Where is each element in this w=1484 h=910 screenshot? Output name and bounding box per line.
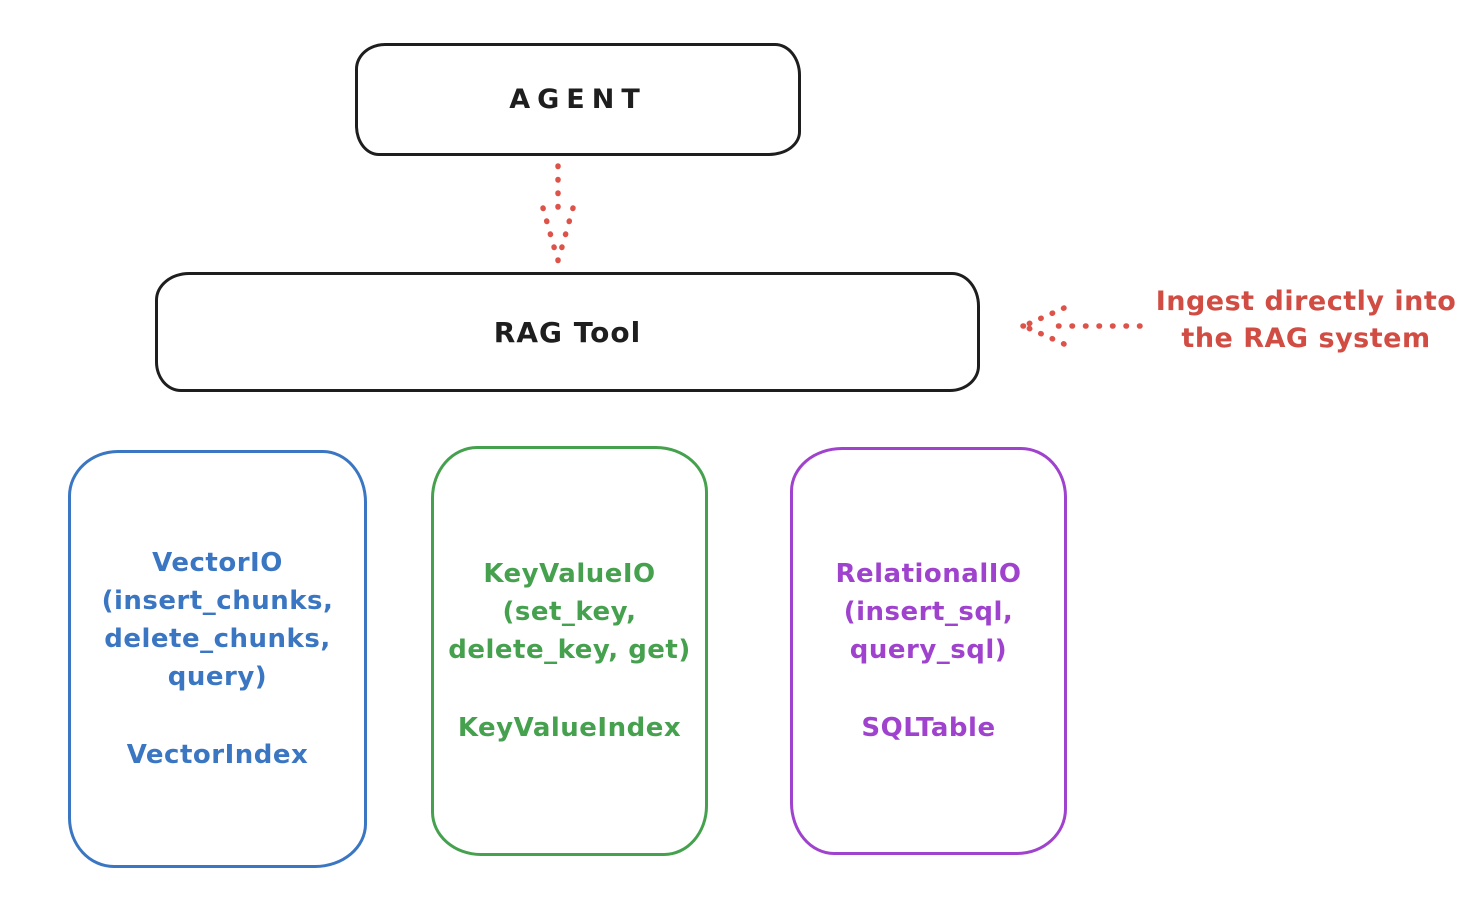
relational-io-signature: RelationalIO (insert_sql, query_sql) xyxy=(793,555,1064,669)
relational-io-node[interactable]: RelationalIO (insert_sql, query_sql) SQL… xyxy=(790,447,1067,855)
text-line: VectorIO xyxy=(152,548,283,578)
text-line: KeyValueIO xyxy=(483,559,656,589)
text-line: query_sql) xyxy=(849,635,1008,665)
vector-io-node[interactable]: VectorIO (insert_chunks, delete_chunks, … xyxy=(68,450,367,868)
sql-table-label: SQLTable xyxy=(861,713,996,743)
text-line: query) xyxy=(167,662,268,692)
text-line: RelationalIO xyxy=(835,559,1022,589)
agent-node[interactable]: AGENT xyxy=(355,43,801,156)
ingest-annotation: Ingest directly into the RAG system xyxy=(1135,283,1477,357)
agent-node-label: AGENT xyxy=(509,84,647,115)
keyvalue-index-label: KeyValueIndex xyxy=(457,713,682,743)
rag-tool-node[interactable]: RAG Tool xyxy=(155,272,980,392)
vector-index-label: VectorIndex xyxy=(126,740,309,770)
ingest-annotation-line1: Ingest directly into xyxy=(1155,286,1457,317)
vector-io-signature: VectorIO (insert_chunks, delete_chunks, … xyxy=(71,544,364,696)
ingest-annotation-line2: the RAG system xyxy=(1181,323,1431,354)
text-line: delete_chunks, xyxy=(104,624,331,654)
keyvalue-io-node[interactable]: KeyValueIO (set_key, delete_key, get) Ke… xyxy=(431,446,708,856)
text-line: (insert_sql, xyxy=(843,597,1014,627)
dotted-left-arrow-icon[interactable] xyxy=(1016,300,1146,350)
text-line: (insert_chunks, xyxy=(101,586,334,616)
dotted-down-arrow-icon[interactable] xyxy=(527,160,589,268)
rag-tool-node-label: RAG Tool xyxy=(493,315,642,349)
keyvalue-io-signature: KeyValueIO (set_key, delete_key, get) xyxy=(434,555,705,669)
text-line: (set_key, xyxy=(502,597,637,627)
text-line: delete_key, get) xyxy=(448,635,691,665)
